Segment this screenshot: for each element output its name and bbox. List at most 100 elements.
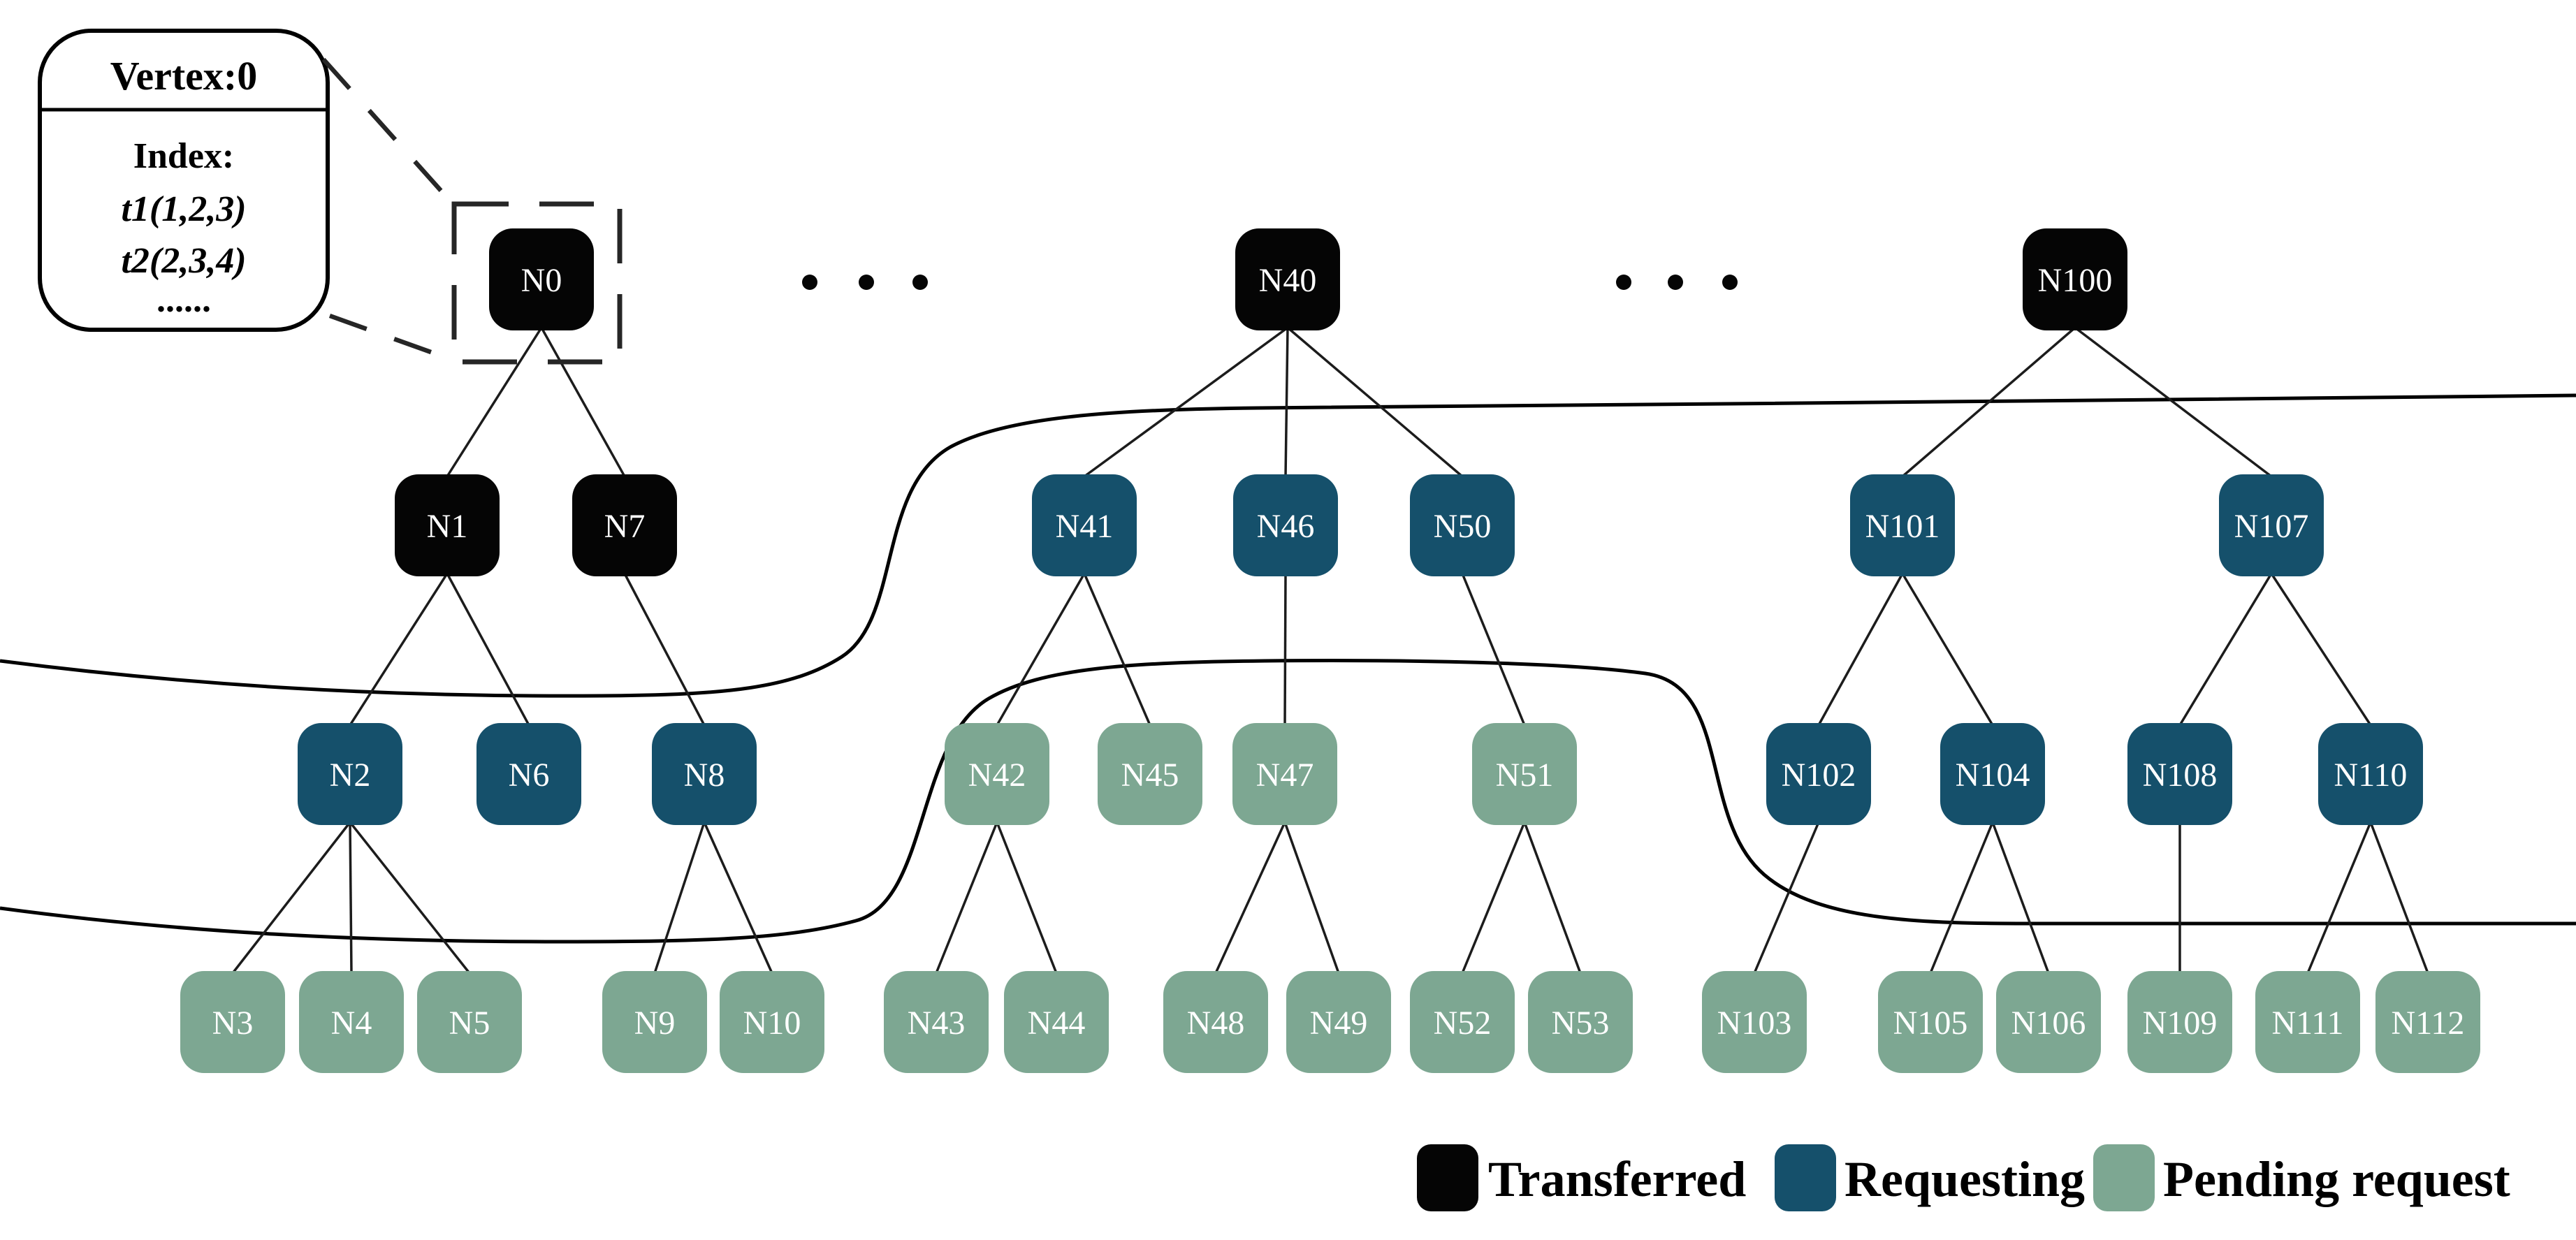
legend: Transferred Requesting Pending request: [1417, 1144, 2510, 1211]
node-N107[interactable]: N107: [2219, 474, 2324, 576]
node-box-N103[interactable]: [1702, 971, 1807, 1073]
node-N8[interactable]: N8: [652, 723, 757, 825]
node-box-N101[interactable]: [1850, 474, 1955, 576]
node-N106[interactable]: N106: [1996, 971, 2101, 1073]
node-N3[interactable]: N3: [180, 971, 285, 1073]
node-box-N4[interactable]: [299, 971, 404, 1073]
node-label-N0: N0: [521, 262, 562, 299]
node-label-N102: N102: [1782, 757, 1856, 794]
node-box-N43[interactable]: [884, 971, 989, 1073]
edge-N42-N44: [996, 822, 1058, 974]
node-label-N5: N5: [449, 1005, 490, 1042]
node-N43[interactable]: N43: [884, 971, 989, 1073]
node-box-N40[interactable]: [1235, 228, 1340, 330]
node-N105[interactable]: N105: [1878, 971, 1983, 1073]
node-box-N107[interactable]: [2219, 474, 2324, 576]
node-box-N44[interactable]: [1004, 971, 1109, 1073]
ellipsis-dot-group-1: [859, 275, 874, 290]
node-N1[interactable]: N1: [395, 474, 500, 576]
node-label-N49: N49: [1310, 1005, 1368, 1042]
edge-N100-N107: [2074, 326, 2273, 478]
node-box-N9[interactable]: [602, 971, 707, 1073]
node-N2[interactable]: N2: [298, 723, 402, 825]
node-N45[interactable]: N45: [1098, 723, 1202, 825]
node-N10[interactable]: N10: [720, 971, 824, 1073]
node-box-N7[interactable]: [572, 474, 677, 576]
node-box-N41[interactable]: [1032, 474, 1137, 576]
node-box-N5[interactable]: [417, 971, 522, 1073]
node-box-N8[interactable]: [652, 723, 757, 825]
node-box-N0[interactable]: [489, 228, 594, 330]
node-N110[interactable]: N110: [2318, 723, 2423, 825]
node-N40[interactable]: N40: [1235, 228, 1340, 330]
edge-N47-N49: [1283, 822, 1340, 974]
node-box-N110[interactable]: [2318, 723, 2423, 825]
node-N109[interactable]: N109: [2127, 971, 2232, 1073]
node-box-N108[interactable]: [2127, 723, 2232, 825]
callout-index-entry-2: t2(2,3,4): [121, 241, 246, 281]
node-N111[interactable]: N111: [2255, 971, 2360, 1073]
node-box-N48[interactable]: [1163, 971, 1268, 1073]
edge-N47-N48: [1214, 822, 1286, 974]
node-box-N111[interactable]: [2255, 971, 2360, 1073]
callout-box: [38, 29, 330, 332]
node-N52[interactable]: N52: [1410, 971, 1515, 1073]
node-box-N50[interactable]: [1410, 474, 1515, 576]
node-N0[interactable]: N0: [489, 228, 594, 330]
node-N48[interactable]: N48: [1163, 971, 1268, 1073]
node-N41[interactable]: N41: [1032, 474, 1137, 576]
node-box-N45[interactable]: [1098, 723, 1202, 825]
node-N4[interactable]: N4: [299, 971, 404, 1073]
node-N103[interactable]: N103: [1702, 971, 1807, 1073]
node-box-N3[interactable]: [180, 971, 285, 1073]
edge-N41-N42: [996, 573, 1086, 726]
node-N50[interactable]: N50: [1410, 474, 1515, 576]
node-box-N51[interactable]: [1472, 723, 1577, 825]
node-N47[interactable]: N47: [1232, 723, 1337, 825]
node-box-N53[interactable]: [1528, 971, 1633, 1073]
node-N53[interactable]: N53: [1528, 971, 1633, 1073]
node-box-N6[interactable]: [476, 723, 581, 825]
node-N108[interactable]: N108: [2127, 723, 2232, 825]
node-N9[interactable]: N9: [602, 971, 707, 1073]
node-N104[interactable]: N104: [1940, 723, 2045, 825]
node-box-N109[interactable]: [2127, 971, 2232, 1073]
node-N7[interactable]: N7: [572, 474, 677, 576]
node-label-N7: N7: [604, 508, 646, 545]
node-box-N47[interactable]: [1232, 723, 1337, 825]
node-box-N10[interactable]: [720, 971, 824, 1073]
node-N112[interactable]: N112: [2375, 971, 2480, 1073]
node-N46[interactable]: N46: [1233, 474, 1338, 576]
node-box-N2[interactable]: [298, 723, 402, 825]
node-box-N1[interactable]: [395, 474, 500, 576]
node-box-N49[interactable]: [1286, 971, 1391, 1073]
node-box-N106[interactable]: [1996, 971, 2101, 1073]
node-N5[interactable]: N5: [417, 971, 522, 1073]
node-label-N100: N100: [2038, 262, 2113, 299]
legend-swatch-transferred: [1417, 1144, 1478, 1211]
node-box-N100[interactable]: [2023, 228, 2127, 330]
node-box-N42[interactable]: [945, 723, 1049, 825]
node-box-N105[interactable]: [1878, 971, 1983, 1073]
node-box-N104[interactable]: [1940, 723, 2045, 825]
node-N42[interactable]: N42: [945, 723, 1049, 825]
node-box-N52[interactable]: [1410, 971, 1515, 1073]
callout-title: Vertex:0: [110, 53, 257, 99]
ellipsis-dot-group-2: [1668, 275, 1683, 290]
node-N6[interactable]: N6: [476, 723, 581, 825]
node-N49[interactable]: N49: [1286, 971, 1391, 1073]
node-label-N10: N10: [743, 1005, 801, 1042]
node-box-N102[interactable]: [1766, 723, 1871, 825]
legend-swatch-pending: [2093, 1144, 2155, 1211]
node-box-N46[interactable]: [1233, 474, 1338, 576]
edge-N110-N112: [2369, 822, 2429, 974]
edge-N51-N52: [1461, 822, 1526, 974]
node-N101[interactable]: N101: [1850, 474, 1955, 576]
node-N102[interactable]: N102: [1766, 723, 1871, 825]
node-N44[interactable]: N44: [1004, 971, 1109, 1073]
node-N100[interactable]: N100: [2023, 228, 2127, 330]
node-box-N112[interactable]: [2375, 971, 2480, 1073]
node-N51[interactable]: N51: [1472, 723, 1577, 825]
tree-edges: [231, 326, 2429, 975]
